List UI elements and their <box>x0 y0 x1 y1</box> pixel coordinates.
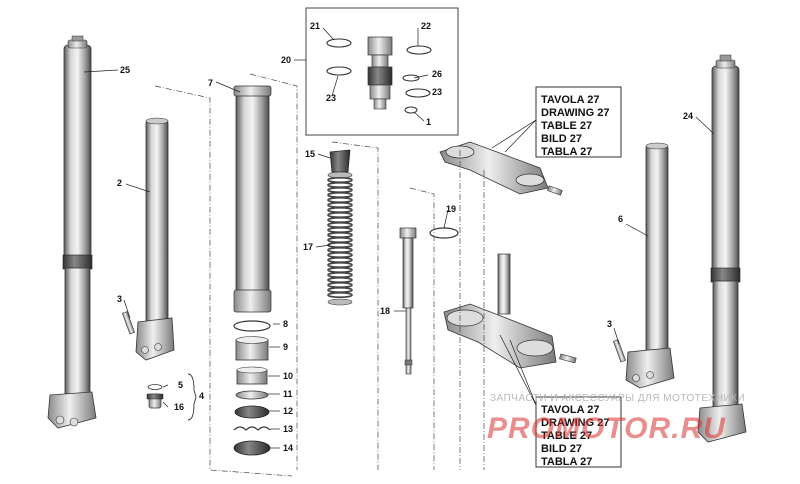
part-number-1: 1 <box>426 117 431 127</box>
part-number-11: 11 <box>283 389 293 399</box>
part-number-22: 22 <box>421 21 431 31</box>
ref-upper-line-1: TAVOLA 27 <box>541 94 599 106</box>
inner-tube-7 <box>233 85 272 313</box>
part-number-18: 18 <box>380 306 390 316</box>
reference-box-lower <box>535 396 622 468</box>
ref-upper-line-2: DRAWING 27 <box>541 107 609 119</box>
part-number-14: 14 <box>283 443 293 453</box>
ref-upper-line-3: TABLE 27 <box>541 120 592 132</box>
part-number-3-right: 3 <box>607 319 612 329</box>
part-number-15: 15 <box>305 149 315 159</box>
part-number-8: 8 <box>283 319 288 329</box>
ref-lower-line-2: DRAWING 27 <box>541 417 609 429</box>
fork-leg-right <box>697 54 747 443</box>
part-number-25: 25 <box>120 65 130 75</box>
part-number-20: 20 <box>281 55 291 65</box>
part-number-4: 4 <box>199 391 204 401</box>
part-number-19: 19 <box>446 204 456 214</box>
upper-triple-clamp <box>439 141 563 196</box>
part-number-2: 2 <box>117 178 122 188</box>
screw-3-right <box>612 339 626 363</box>
assembly-lines <box>154 73 485 477</box>
part-number-10: 10 <box>283 371 293 381</box>
reference-box-upper <box>535 86 622 158</box>
part-number-5: 5 <box>178 380 183 390</box>
ref-lower-line-1: TAVOLA 27 <box>541 404 599 416</box>
cartridge-parts <box>326 36 432 114</box>
damper-rod-18 <box>399 227 417 375</box>
ref-lower-line-4: BILD 27 <box>541 443 582 455</box>
part-number-26: 26 <box>432 69 442 79</box>
spring-17 <box>327 149 353 306</box>
fork-leg-left <box>47 35 97 429</box>
screw-3-left <box>121 311 135 335</box>
ref-upper-line-4: BILD 27 <box>541 133 582 145</box>
part-number-17: 17 <box>303 242 313 252</box>
brace-4 <box>187 373 197 421</box>
parts-5-16 <box>146 384 164 409</box>
part-number-21: 21 <box>310 21 320 31</box>
watermark-brand: PROMOTOR.RU <box>487 412 726 445</box>
ref-lower-line-5: TABLA 27 <box>541 456 592 468</box>
part-number-24: 24 <box>683 111 693 121</box>
part-number-23-left: 23 <box>326 93 336 103</box>
seal-stack <box>233 320 271 456</box>
ref-lower-line-3: TABLE 27 <box>541 430 592 442</box>
part-number-6: 6 <box>618 214 623 224</box>
part-number-7: 7 <box>208 78 213 88</box>
part-number-9: 9 <box>283 342 288 352</box>
watermark-tagline: ЗАПЧАСТИ И АКСЕССУАРЫ ДЛЯ МОТОТЕХНИКИ <box>490 393 745 404</box>
part-number-13: 13 <box>283 424 293 434</box>
part-number-16: 16 <box>174 402 184 412</box>
part-number-23-right: 23 <box>432 87 442 97</box>
part-number-3: 3 <box>117 294 122 304</box>
lower-triple-clamp <box>443 253 577 369</box>
leader-lines <box>83 27 715 449</box>
fork-tube-2 <box>135 117 175 361</box>
ref-upper-line-5: TABLA 27 <box>541 146 592 158</box>
part-number-12: 12 <box>283 406 293 416</box>
fork-tube-6 <box>625 142 675 389</box>
